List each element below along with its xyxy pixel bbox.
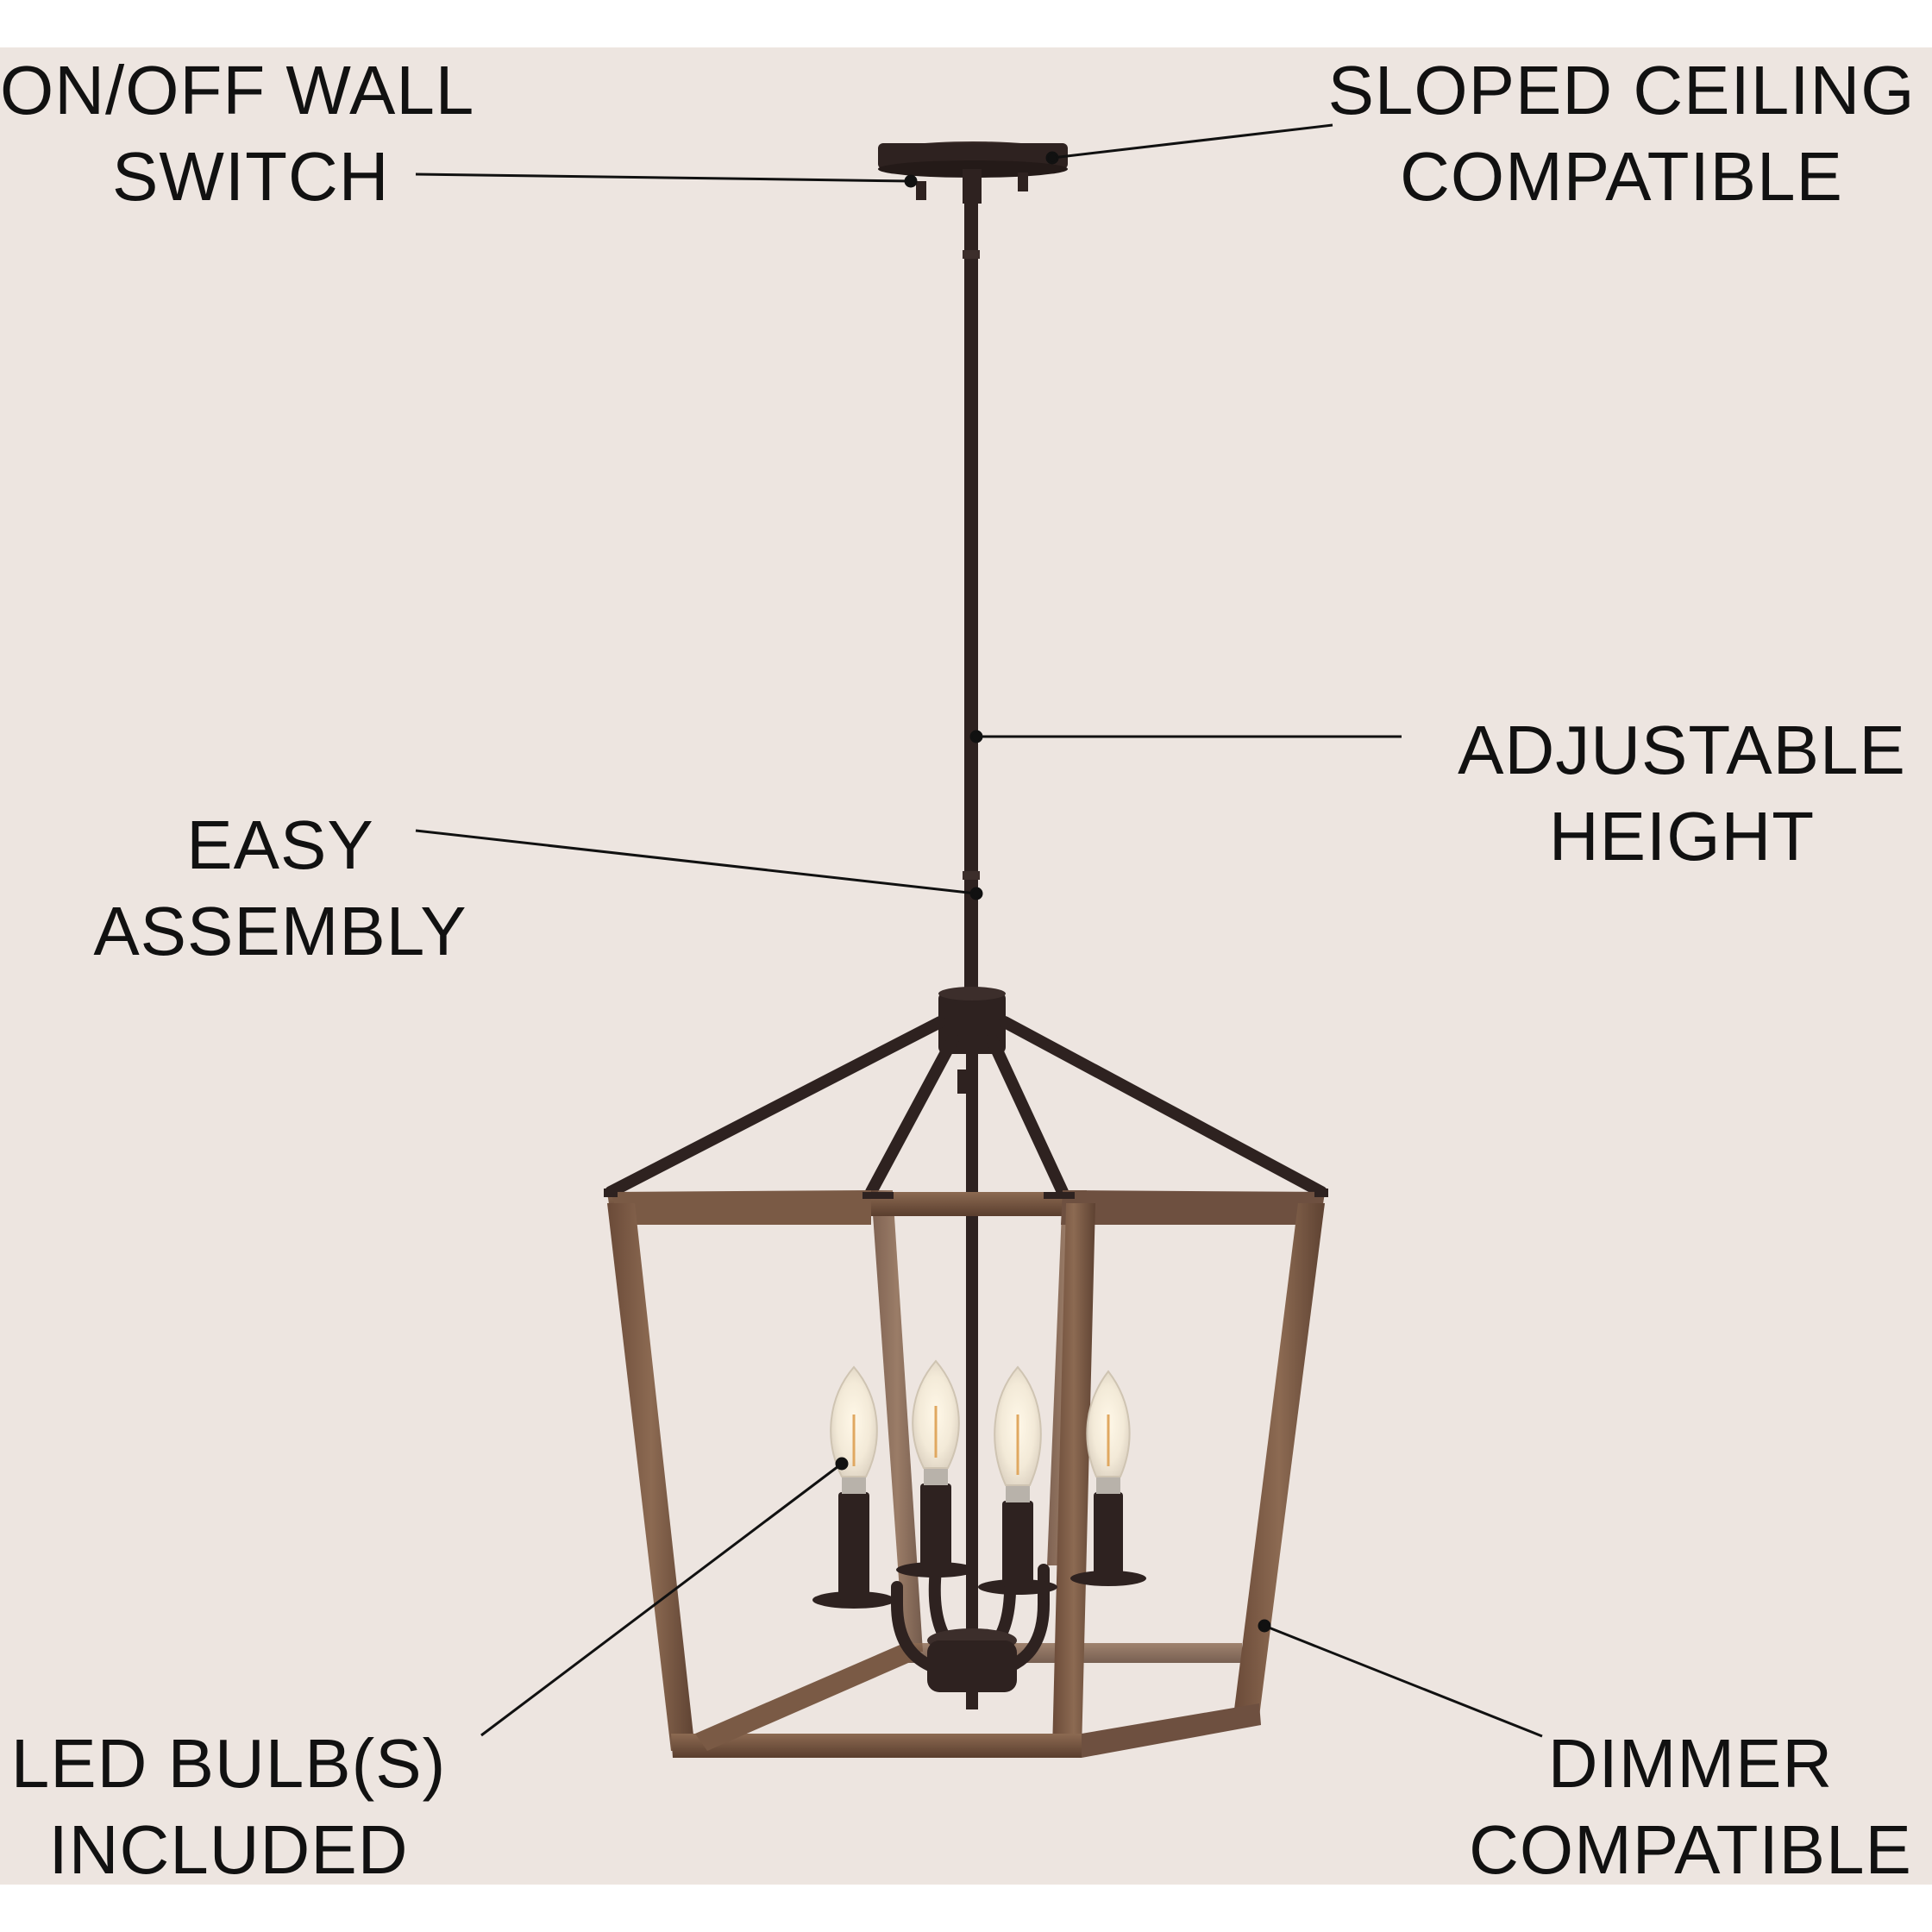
candle-holders (812, 1484, 1146, 1609)
leader-lines (415, 123, 1543, 1738)
callout-sloped-ceiling-line1: SLOPED CEILING (1327, 52, 1916, 129)
leader-led-bulbs (480, 1462, 843, 1737)
callout-adjustable-height-line2: HEIGHT (1548, 798, 1816, 875)
callout-easy-assembly-line1: EASY (186, 806, 374, 883)
product-canvas: ON/OFF WALL SWITCH SLOPED CEILING COMPAT… (0, 47, 1932, 1885)
leader-dot-sloped-ceiling (1045, 151, 1059, 165)
bulb-3 (994, 1365, 1042, 1502)
callout-sloped-ceiling-line2: COMPATIBLE (1400, 138, 1843, 215)
bulb-2 (912, 1359, 960, 1485)
leader-on-off-switch (415, 172, 912, 183)
down-rod (963, 198, 980, 1009)
bulb-4 (1086, 1370, 1131, 1494)
callout-on-off-switch-line2: SWITCH (112, 138, 390, 215)
callout-on-off-switch: ON/OFF WALL SWITCH (0, 47, 474, 220)
callout-dimmer-line2: COMPATIBLE (1469, 1811, 1912, 1885)
leader-dot-easy-assembly (969, 887, 983, 900)
leader-dot-led-bulbs (835, 1457, 849, 1471)
bulb-1 (830, 1365, 878, 1494)
cage-top-arms (605, 1016, 1327, 1198)
cage-top-frame (604, 1189, 1328, 1225)
callout-led-bulbs: LED BULB(S) INCLUDED (0, 1721, 457, 1885)
canopy-screw-right (1018, 172, 1028, 191)
pendant-light-illustration (415, 123, 1543, 1758)
cage-bottom-frame (671, 1643, 1261, 1758)
led-bulbs (830, 1359, 1131, 1502)
callout-adjustable-height: ADJUSTABLE HEIGHT (1432, 707, 1932, 880)
leader-dimmer (1264, 1624, 1543, 1738)
candle-hub (927, 1628, 1017, 1709)
callout-led-bulbs-line2: INCLUDED (48, 1811, 409, 1885)
callout-on-off-switch-line1: ON/OFF WALL (0, 52, 475, 129)
leader-sloped-ceiling (1051, 123, 1333, 160)
leader-dot-on-off-switch (904, 174, 918, 188)
cage-front-posts (607, 1203, 1325, 1751)
leader-easy-assembly (415, 829, 977, 895)
canopy-screw-left (916, 181, 926, 200)
callout-easy-assembly-line2: ASSEMBLY (93, 893, 467, 969)
callout-adjustable-height-line1: ADJUSTABLE (1458, 712, 1906, 788)
callout-dimmer: DIMMER COMPATIBLE (1449, 1721, 1932, 1885)
callout-dimmer-line1: DIMMER (1547, 1725, 1834, 1802)
callout-led-bulbs-line1: LED BULB(S) (10, 1725, 447, 1802)
leader-dot-dimmer (1258, 1619, 1271, 1633)
leader-dot-adjustable-height (969, 730, 983, 743)
callout-sloped-ceiling: SLOPED CEILING COMPATIBLE (1311, 47, 1932, 220)
ceiling-canopy (878, 141, 1068, 204)
callout-easy-assembly: EASY ASSEMBLY (69, 802, 492, 975)
